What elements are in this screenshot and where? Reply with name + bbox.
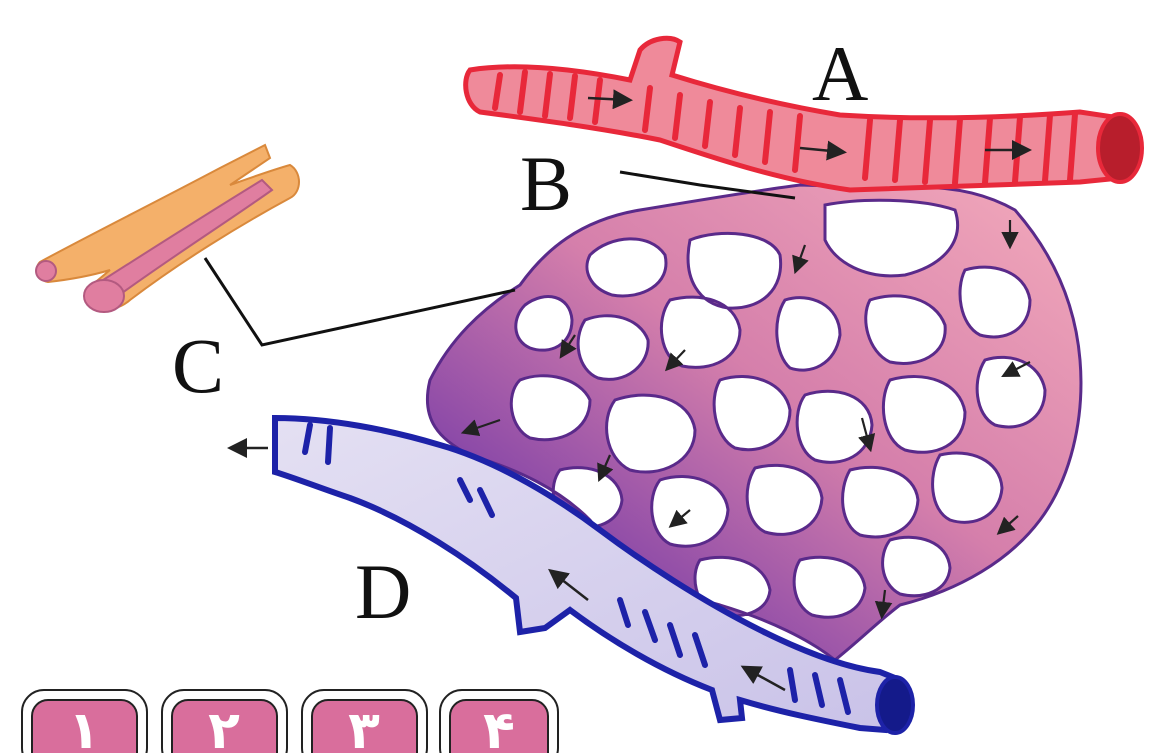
option-tile-2[interactable]: ۲ (162, 690, 287, 753)
option-tile-3[interactable]: ۳ (302, 690, 427, 753)
inset-vessel-c (36, 145, 299, 312)
label-b: B (520, 140, 572, 227)
option-tile-1[interactable]: ۱ (22, 690, 147, 753)
label-d: D (355, 548, 411, 635)
option-digit-4: ۴ (483, 701, 515, 753)
answer-options: ۱ ۲ ۳ ۴ (22, 690, 558, 753)
label-a: A (812, 30, 868, 117)
option-digit-2: ۲ (208, 701, 240, 753)
option-digit-1: ۱ (68, 701, 100, 753)
option-digit-3: ۳ (348, 701, 380, 753)
option-tile-4[interactable]: ۴ (440, 690, 558, 753)
label-c: C (172, 322, 224, 409)
